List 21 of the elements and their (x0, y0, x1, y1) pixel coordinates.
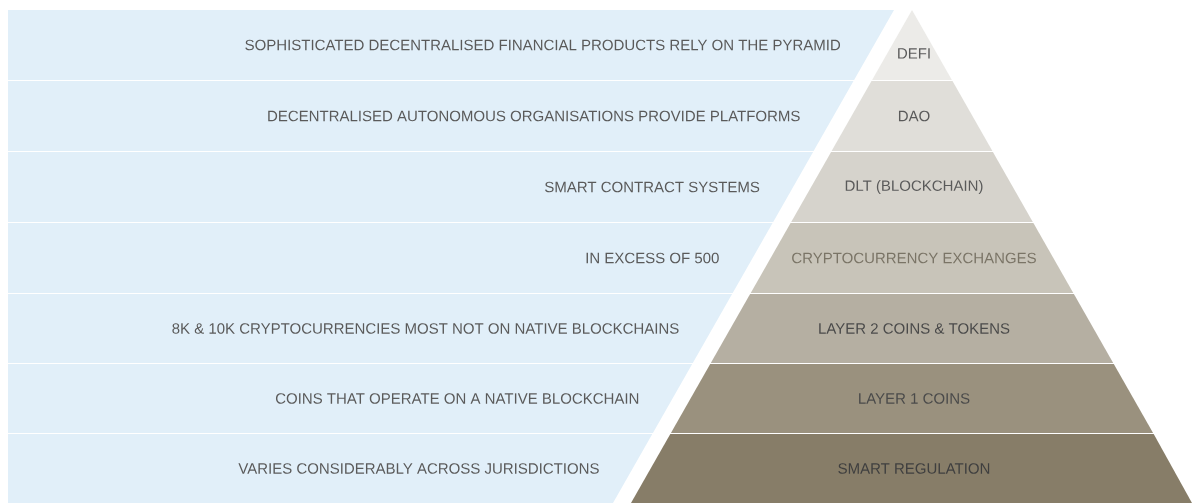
pyramid-layer: DLT (BLOCKCHAIN) (791, 152, 1033, 222)
node-label: 8K & 10K CRYPTOCURRENCIES MOST NOT ON NATIVE BLOCKCHAINS (172, 323, 679, 334)
node-label: DECENTRALISED AUTONOMOUS ORGANISATIONS PROVIDE PLATFORMS (268, 110, 800, 122)
text-panel: DECENTRALISED AUTONOMOUS ORGANISATIONS PROVIDE PLATFORMS (8, 81, 854, 151)
node-label: IN EXCESS OF 500 (586, 252, 719, 264)
text-panel: COINS THAT OPERATE ON A NATIVE BLOCKCHAIN (8, 364, 693, 433)
text-panel: IN EXCESS OF 500 (8, 223, 773, 293)
node-label: VARIES CONSIDERABLY ACROSS JURISDICTIONS (238, 463, 599, 474)
pyramid-layer: LAYER 1 COINS (670, 364, 1154, 433)
text-panel: 8K & 10K CRYPTOCURRENCIES MOST NOT ON NATIVE BLOCKCHAINS (8, 294, 733, 363)
node-label: SOPHISTICATED DECENTRALISED FINANCIAL PRODUCTS RELY ON THE PYRAMID (245, 39, 841, 51)
node-label: COINS THAT OPERATE ON A NATIVE BLOCKCHAIN (275, 393, 639, 404)
text-panel: SOPHISTICATED DECENTRALISED FINANCIAL PRODUCTS RELY ON THE PYRAMID (8, 10, 894, 80)
pyramid-layer: DEFI (872, 10, 952, 80)
node-label: SMART CONTRACT SYSTEMS (545, 181, 760, 193)
pyramid-layer: DAO (831, 81, 993, 151)
pyramid-layer: LAYER 2 COINS & TOKENS (710, 294, 1114, 363)
pyramid-layer: SMART REGULATION (631, 434, 1192, 503)
pyramid-layer: CRYPTOCURRENCY EXCHANGES (750, 223, 1074, 293)
text-panel: VARIES CONSIDERABLY ACROSS JURISDICTIONS (8, 434, 653, 503)
text-panel: SMART CONTRACT SYSTEMS (8, 152, 814, 222)
